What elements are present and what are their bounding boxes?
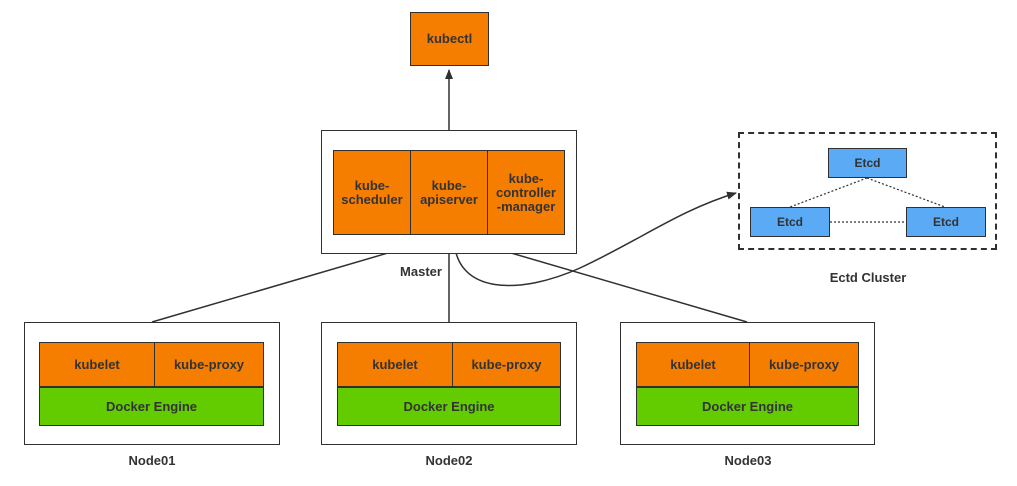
node03-kubelet-box: kubelet	[636, 342, 750, 387]
node02-docker-engine-label: Docker Engine	[403, 398, 495, 414]
node03-label: Node03	[724, 453, 772, 468]
node01-docker-engine-box: Docker Engine	[39, 387, 264, 426]
kube-controller-manager-label: kube- controller -manager	[496, 170, 556, 214]
node01-label: Node01	[128, 453, 176, 468]
node01-kube-proxy-box: kube-proxy	[154, 342, 264, 387]
etcd-link-top-left	[789, 177, 868, 208]
kube-scheduler-box: kube- scheduler	[333, 150, 411, 235]
node03-kubelet-label: kubelet	[670, 356, 716, 372]
master-label: Master	[400, 264, 442, 279]
node03-docker-engine-box: Docker Engine	[636, 387, 859, 426]
etcd-node-right-label: Etcd	[932, 215, 959, 229]
node03-docker-engine-label: Docker Engine	[701, 398, 794, 414]
node03-kube-proxy-box: kube-proxy	[749, 342, 859, 387]
etcd-cluster-label: Ectd Cluster	[829, 270, 907, 285]
etcd-cluster-frame	[738, 132, 997, 250]
kube-apiserver-label: kube- apiserver	[420, 177, 478, 207]
node03-kube-proxy-label: kube-proxy	[768, 356, 840, 372]
node01-docker-engine-label: Docker Engine	[105, 398, 198, 414]
kubectl-label: kubectl	[426, 31, 473, 46]
etcd-node-right: Etcd	[906, 207, 986, 237]
node02-kubelet-label: kubelet	[372, 356, 418, 372]
apiserver-etcd-arrow	[450, 191, 737, 287]
node02-docker-engine-box: Docker Engine	[337, 387, 561, 426]
etcd-node-top-label: Etcd	[854, 156, 881, 170]
node02-kube-proxy-label: kube-proxy	[471, 356, 542, 372]
kube-apiserver-box: kube- apiserver	[410, 150, 488, 235]
etcd-node-left: Etcd	[750, 207, 830, 237]
node01-kubelet-box: kubelet	[39, 342, 155, 387]
etcd-node-top: Etcd	[828, 148, 907, 178]
node02-kube-proxy-box: kube-proxy	[452, 342, 561, 387]
node02-label: Node02	[425, 453, 473, 468]
node01-kube-proxy-label: kube-proxy	[173, 356, 245, 372]
etcd-node-left-label: Etcd	[776, 215, 803, 229]
kubectl-box: kubectl	[410, 12, 489, 66]
etcd-link-top-right	[866, 177, 946, 208]
node01-kubelet-label: kubelet	[74, 356, 120, 372]
node02-kubelet-box: kubelet	[337, 342, 453, 387]
kube-controller-manager-box: kube- controller -manager	[487, 150, 565, 235]
kube-scheduler-label: kube- scheduler	[341, 177, 403, 207]
